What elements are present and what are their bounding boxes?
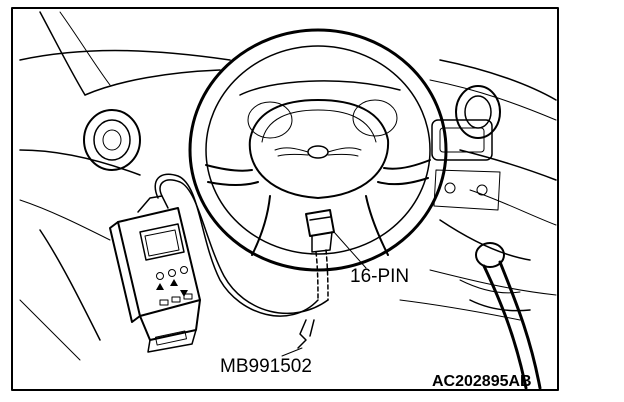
wings-emblem: [274, 145, 362, 159]
connector-leader-line: [333, 231, 367, 269]
tool-leader-line: [281, 347, 303, 357]
adapter-plug: [297, 319, 315, 349]
right-air-vent: [455, 85, 501, 139]
figure-id-label: AC202895AB: [432, 373, 532, 390]
center-console: [431, 119, 501, 211]
instrument-cluster: [239, 80, 401, 139]
figure-border: [11, 7, 559, 391]
steering-wheel: [188, 28, 448, 272]
diagnostic-connector: [305, 209, 335, 301]
tool-cable: [154, 173, 329, 317]
gear-shifter: [459, 242, 542, 390]
scan-tool: [109, 195, 201, 353]
dashboard: [19, 11, 557, 361]
connector-label: 16-PIN: [350, 266, 409, 287]
left-air-vent: [83, 109, 141, 171]
tool-label: MB991502: [220, 356, 312, 377]
